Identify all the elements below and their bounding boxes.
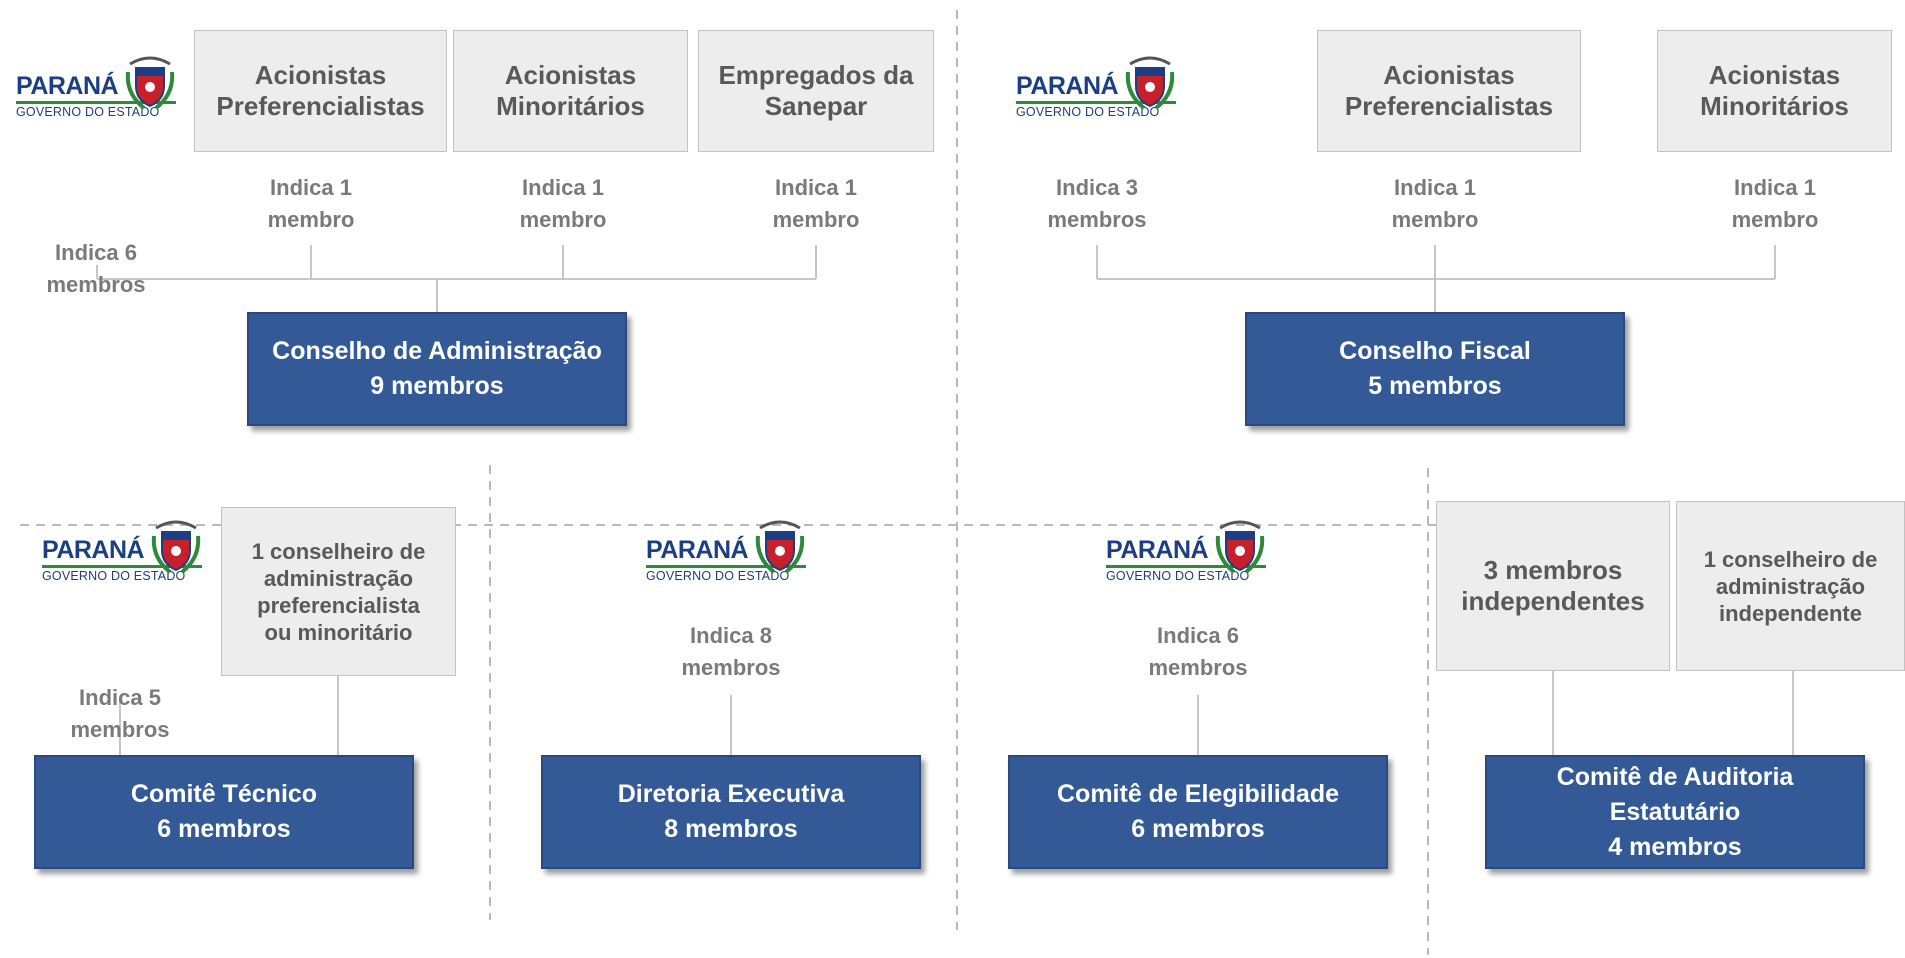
logo-subtitle: GOVERNO DO ESTADO: [1106, 569, 1250, 583]
logo-name: PARANÁ: [42, 536, 145, 564]
parana-logo-top-left: PARANÁ GOVERNO DO ESTADO: [16, 52, 181, 132]
board-comite-tecnico: Comitê Técnico 6 membros: [34, 755, 414, 869]
logo-name: PARANÁ: [1106, 536, 1209, 564]
logo-subtitle: GOVERNO DO ESTADO: [1016, 105, 1160, 119]
state-indication-label: Indica 5 membros: [70, 685, 170, 742]
logo-bar: [1106, 565, 1266, 568]
indication-label: Indica 1 membro: [1391, 175, 1479, 232]
logo-name: PARANÁ: [16, 72, 119, 100]
board-comite-elegibilidade: Comitê de Elegibilidade 6 membros: [1008, 755, 1388, 869]
coat-of-arms-icon: [125, 56, 175, 110]
state-indication-label: Indica 6 membros: [1148, 623, 1248, 680]
board-conselho-fiscal: Conselho Fiscal 5 membros: [1245, 312, 1625, 426]
coat-of-arms-icon: [1215, 520, 1265, 574]
coat-of-arms-icon: [1125, 56, 1175, 110]
logo-bar: [42, 565, 202, 568]
board-conselho-administracao: Conselho de Administração 9 membros: [247, 312, 627, 426]
logo-bar: [646, 565, 806, 568]
state-indication-label: Indica 3 membros: [1047, 175, 1147, 232]
state-indication-label: Indica 8 membros: [681, 623, 781, 680]
logo-subtitle: GOVERNO DO ESTADO: [646, 569, 790, 583]
indication-label: Indica 1 membro: [267, 175, 355, 232]
parana-logo-top-right: PARANÁ GOVERNO DO ESTADO: [1016, 52, 1181, 132]
source-box-preferred-shareholders: Acionistas Preferencialistas: [194, 30, 447, 152]
parana-logo-bottom-2: PARANÁ GOVERNO DO ESTADO: [646, 516, 811, 596]
logo-subtitle: GOVERNO DO ESTADO: [42, 569, 186, 583]
source-box-employees: Empregados da Sanepar: [698, 30, 934, 152]
logo-bar: [16, 101, 176, 104]
source-box-independent-members: 3 membros independentes: [1436, 501, 1670, 671]
state-indication-label: Indica 6 membros: [46, 240, 146, 297]
indication-label: Indica 1 membro: [1731, 175, 1819, 232]
source-box-independent-board-member: 1 conselheiro de administração independe…: [1676, 501, 1905, 671]
logo-subtitle: GOVERNO DO ESTADO: [16, 105, 160, 119]
source-box-preferred-shareholders: Acionistas Preferencialistas: [1317, 30, 1581, 152]
source-box-minority-shareholders: Acionistas Minoritários: [453, 30, 688, 152]
logo-bar: [1016, 101, 1176, 104]
parana-logo-bottom-1: PARANÁ GOVERNO DO ESTADO: [42, 516, 207, 596]
board-diretoria-executiva: Diretoria Executiva 8 membros: [541, 755, 921, 869]
coat-of-arms-icon: [755, 520, 805, 574]
source-box-board-member: 1 conselheiro de administração preferenc…: [221, 507, 456, 676]
board-comite-auditoria: Comitê de Auditoria Estatutário 4 membro…: [1485, 755, 1865, 869]
logo-name: PARANÁ: [646, 536, 749, 564]
parana-logo-bottom-3: PARANÁ GOVERNO DO ESTADO: [1106, 516, 1271, 596]
source-box-minority-shareholders: Acionistas Minoritários: [1657, 30, 1892, 152]
indication-label: Indica 1 membro: [772, 175, 860, 232]
coat-of-arms-icon: [151, 520, 201, 574]
logo-name: PARANÁ: [1016, 72, 1119, 100]
indication-label: Indica 1 membro: [519, 175, 607, 232]
